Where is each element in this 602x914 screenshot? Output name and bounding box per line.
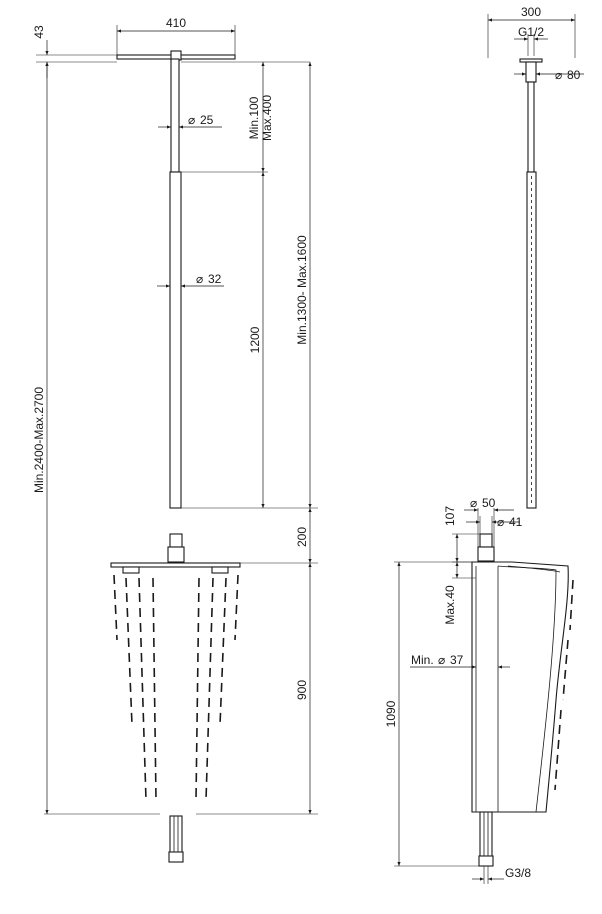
dim-900-label: 900 [295,680,309,700]
shower-head-body [471,561,569,813]
dim-max40-label: Max.40 [443,585,457,625]
shower-head-plate [110,562,241,568]
side-upper-pipe [527,81,535,173]
dim-min37-prefix: Min. [411,653,434,667]
dia-32-label: 32 [208,272,222,286]
dia-41-symbol: ⌀ [497,515,504,529]
left-view: 410 43 Min.2400-Max.2700 Min.100 Max.400… [32,16,318,863]
nozzle-block-right [211,566,229,574]
dia-41-label: 41 [509,515,523,529]
head-connector-nut [167,546,185,563]
right-view: 300 G1/2 ⌀ 80 ⌀ 50 ⌀ 41 107 Max.4 [384,5,584,884]
side-ceiling-mount [525,61,537,83]
dim-200-label: 200 [295,527,309,547]
dim-max400-label: Max.400 [260,95,274,141]
upper-pipe [170,58,180,173]
dia-80-label: 80 [567,68,581,82]
nozzle-block-left [122,566,140,574]
thread-g12-label: G1/2 [518,25,544,39]
water-spray-right [195,574,239,801]
dim-300-label: 300 [521,5,541,19]
dia-80-symbol: ⌀ [555,68,562,82]
dim-410-label: 410 [166,16,186,30]
side-connector-nut [477,546,495,562]
dia-32-symbol: ⌀ [196,272,203,286]
dim-107-label: 107 [443,506,457,526]
dia-50-symbol: ⌀ [470,496,477,510]
dia-50-label: 50 [482,496,496,510]
dia-25-symbol: ⌀ [188,113,195,127]
side-connector [479,533,493,548]
lower-pipe [169,171,182,509]
dim-min100-label: Min.100 [247,96,261,139]
side-bottom-hose [479,811,493,859]
bottom-hose [169,815,183,857]
head-connector [169,533,183,548]
dim-1090-label: 1090 [384,700,398,727]
dim-43-label: 43 [32,25,46,39]
dim-1200-label: 1200 [248,326,262,353]
water-spray-left [113,574,157,801]
dia-25-label: 25 [200,113,214,127]
side-nozzles [554,579,574,791]
thread-g38-label: G3/8 [505,866,531,880]
dim-1300-1600-label: Min.1300- Max.1600 [295,235,309,345]
dim-min37-value: 37 [450,653,464,667]
dim-min37-symbol: ⌀ [438,653,445,667]
dim-2400-2700-label: Min.2400-Max.2700 [32,387,46,493]
